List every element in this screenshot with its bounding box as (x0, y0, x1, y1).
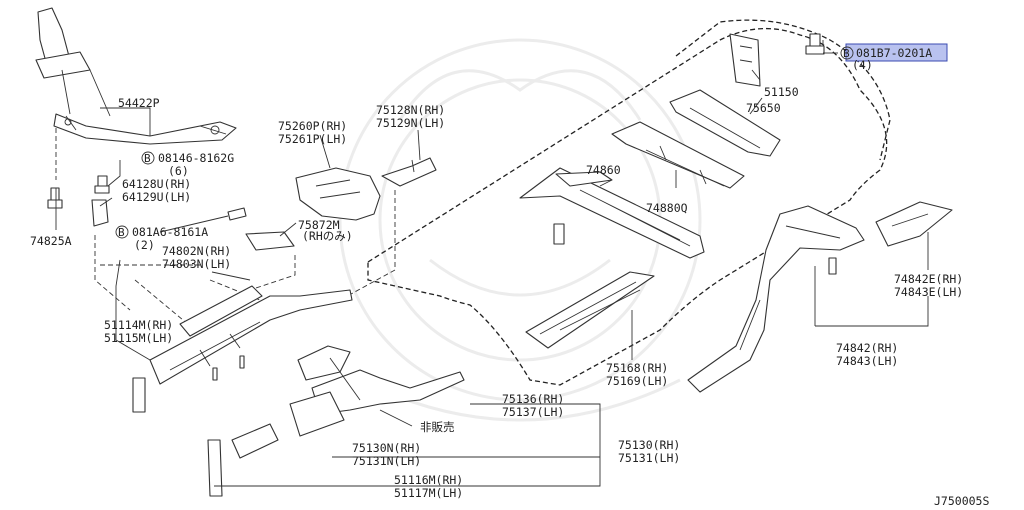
label-74802N: 74802N(RH) (162, 244, 231, 258)
label-74843: 74843(LH) (836, 354, 898, 368)
part-75128N-bracket[interactable] (381, 157, 437, 187)
part-74842-rear-side-member[interactable] (687, 205, 865, 393)
leader-lines (55, 52, 929, 487)
label-74860: 74860 (586, 163, 621, 177)
part-51150-bracket[interactable] (729, 33, 761, 87)
label-74803N: 74803N(LH) (162, 257, 231, 271)
label-74880Q: 74880Q (646, 201, 688, 215)
part-75260P-reinforcement[interactable] (295, 167, 381, 221)
label-75128N: 75128N(RH) (376, 103, 445, 117)
callout-labels: 54422P 74825A B 08146-8162G (6) 64128U(R… (30, 46, 989, 508)
part-75168-floor-member[interactable] (525, 271, 655, 349)
label-081A6-qty: (2) (134, 238, 155, 252)
highlight-081B7 (845, 43, 948, 62)
label-75650: 75650 (746, 101, 781, 115)
part-74880Q-crossmember[interactable] (611, 121, 745, 189)
label-08146-qty: (6) (168, 164, 189, 178)
label-081B7-qty: (4) (852, 58, 873, 72)
part-75650-rear-member[interactable] (669, 89, 781, 157)
label-75137: 75137(LH) (502, 405, 564, 419)
label-51116M: 51116M(RH) (394, 473, 463, 487)
label-75131N: 75131N(LH) (352, 454, 421, 468)
rear-floor-outline (675, 19, 891, 161)
label-51114M: 51114M(RH) (104, 318, 173, 332)
label-51115M: 51115M(LH) (104, 331, 173, 345)
watermark-emblem (338, 38, 702, 422)
label-74843E: 74843E(LH) (894, 285, 963, 299)
label-75261P: 75261P(LH) (278, 132, 347, 146)
label-64128U: 64128U(RH) (122, 177, 191, 191)
bracket-75872M[interactable] (245, 231, 295, 251)
part-51116M-bracket[interactable] (207, 439, 223, 497)
part-74860-crossmember[interactable] (519, 167, 705, 259)
label-74842E: 74842E(RH) (894, 272, 963, 286)
bolt-081B7-0201A[interactable] (805, 33, 825, 55)
label-51150: 51150 (764, 85, 799, 99)
part-74842E-member[interactable] (875, 201, 953, 247)
circle-b-081B7: B (843, 47, 850, 60)
label-75131: 75131(LH) (618, 451, 680, 465)
label-64129U: 64129U(LH) (122, 190, 191, 204)
label-081A6-8161A: 081A6-8161A (132, 225, 208, 239)
part-54422P-strut-brace[interactable] (35, 7, 237, 145)
label-081B7-0201A: 081B7-0201A (856, 46, 932, 60)
label-74842: 74842(RH) (836, 341, 898, 355)
label-75872M: 75872M (298, 218, 340, 232)
bolt-74825A[interactable] (47, 187, 63, 209)
diagram-code: J750005S (934, 494, 989, 508)
label-51117M: 51117M(LH) (394, 486, 463, 500)
label-75872M-note: (RHのみ) (302, 229, 353, 243)
bracket-64128U[interactable] (91, 199, 109, 227)
floor-panel-outline (367, 27, 888, 386)
label-75130N: 75130N(RH) (352, 441, 421, 455)
label-75169: 75169(LH) (606, 374, 668, 388)
part-51114M-front-side-member[interactable] (132, 285, 353, 413)
label-08146-8162G: 08146-8162G (158, 151, 234, 165)
label-75130: 75130(RH) (618, 438, 680, 452)
circle-b-08146: B (144, 152, 151, 165)
label-54422P: 54422P (118, 96, 160, 110)
label-75136: 75136(RH) (502, 392, 564, 406)
bolt-08146-8162G[interactable] (94, 175, 110, 194)
circle-b-081A6: B (118, 226, 125, 239)
label-75168: 75168(RH) (606, 361, 668, 375)
label-75129N: 75129N(LH) (376, 116, 445, 130)
bolt-081A6-8161A[interactable] (227, 207, 247, 221)
label-74825A: 74825A (30, 234, 72, 248)
label-not-for-sale: 非販売 (420, 420, 455, 434)
label-75260P: 75260P(RH) (278, 119, 347, 133)
part-75130N-member[interactable] (231, 391, 345, 459)
